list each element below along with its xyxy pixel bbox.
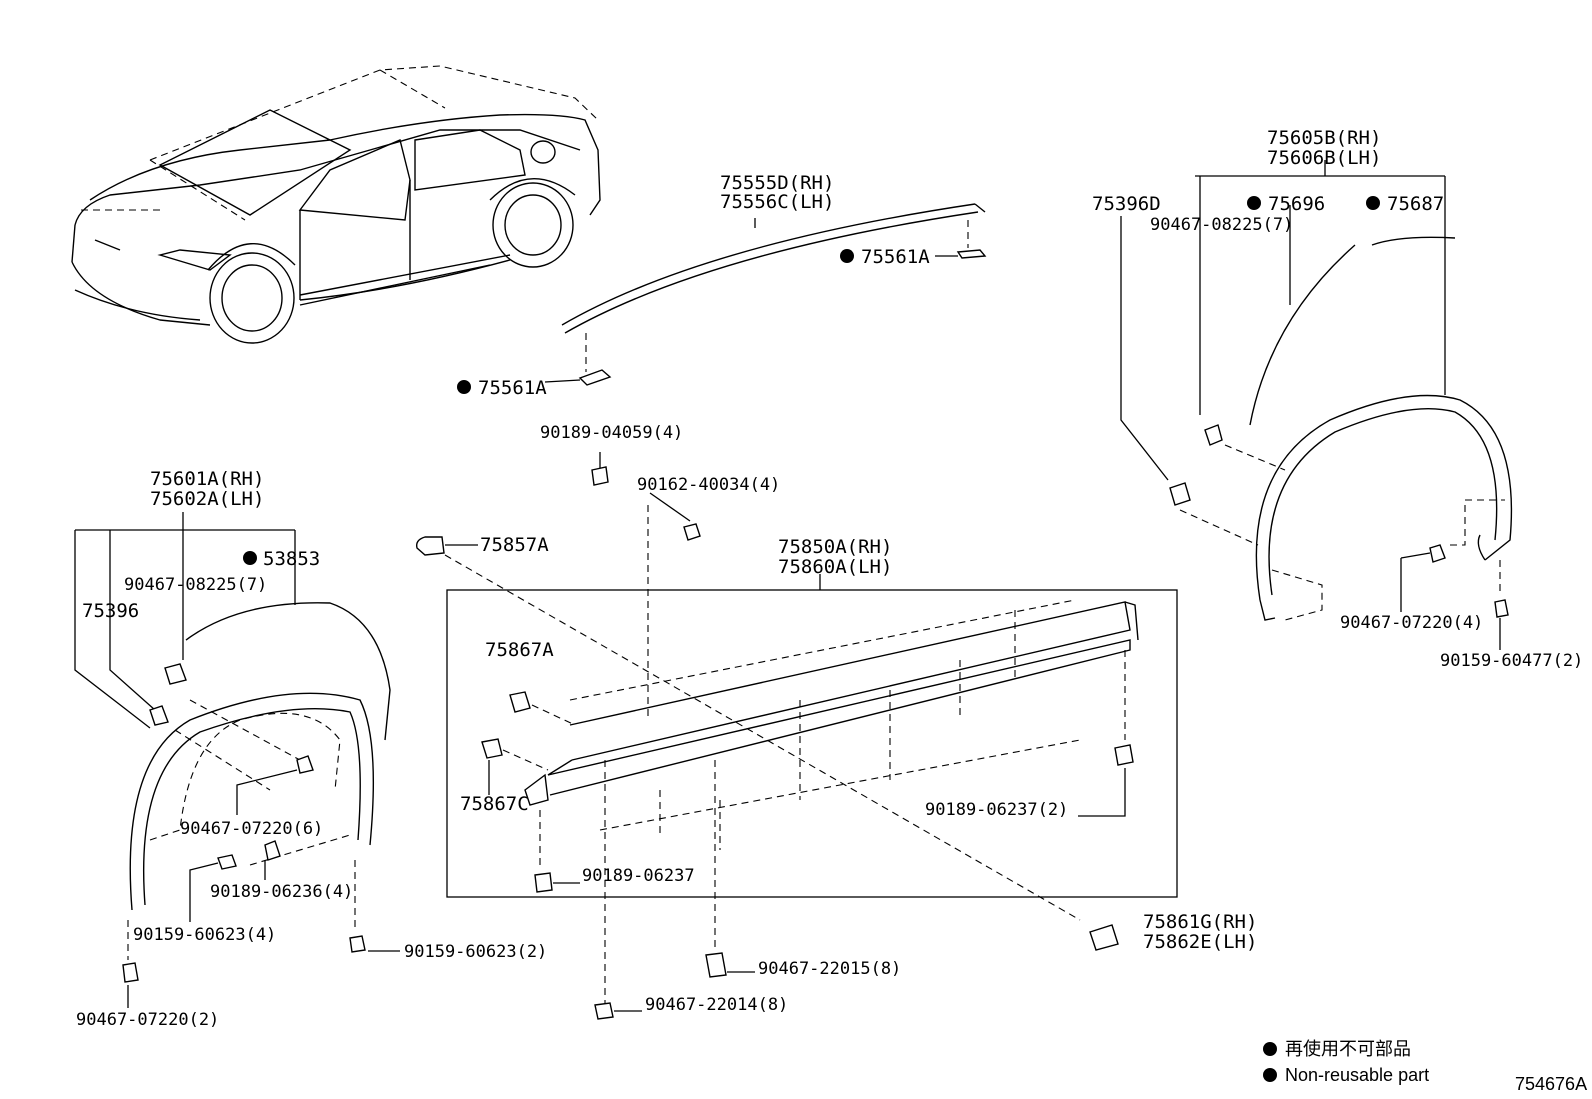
label-tape-rh: 75861G(RH) xyxy=(1143,911,1257,933)
rocker-panel-box xyxy=(446,589,1178,898)
label-top-nut: 90189-04059(4) xyxy=(540,423,683,443)
label-rear-clip-low: 90467-07220(4) xyxy=(1340,613,1483,633)
label-rocker-clip-22015: 90467-22015(8) xyxy=(758,959,901,979)
label-rear-bolt: 90159-60477(2) xyxy=(1440,651,1583,671)
label-rocker-clip-22014: 90467-22014(8) xyxy=(645,995,788,1015)
label-rocker-rh: 75850A(RH) xyxy=(778,536,892,558)
label-front-pad: 75396 xyxy=(82,600,139,622)
label-rear-clip-a: 75696 xyxy=(1268,193,1325,215)
legend-en: Non-reusable part xyxy=(1285,1065,1429,1085)
label-front-screw: 90467-08225(7) xyxy=(124,575,267,595)
label-front-clip: 53853 xyxy=(263,548,320,570)
label-rocker-clip-c: 75867C xyxy=(460,793,529,815)
label-top-screw: 90162-40034(4) xyxy=(637,475,780,495)
label-front-clip-mid: 90467-07220(6) xyxy=(180,819,323,839)
label-roof-clip-right: 75561A xyxy=(861,246,930,268)
rocker-panel-assembly xyxy=(415,452,1178,1020)
label-front-rh: 75601A(RH) xyxy=(150,468,264,490)
label-rear-pad: 75396D xyxy=(1092,193,1161,215)
nonreusable-dot xyxy=(1366,196,1380,210)
figure-id: 754676A xyxy=(1515,1074,1587,1094)
front-wheel-flare xyxy=(74,512,400,1008)
label-rocker-clip-a: 75867A xyxy=(485,639,554,661)
rear-wheel-flare xyxy=(1120,160,1513,650)
label-rocker-nut-bottom: 90189-06237 xyxy=(582,866,695,886)
nonreusable-dot xyxy=(243,551,257,565)
label-tape-lh: 75862E(LH) xyxy=(1143,931,1257,953)
car-illustration xyxy=(71,65,601,344)
label-rear-screw: 90467-08225(7) xyxy=(1150,215,1293,235)
label-roof-lh: 75556C(LH) xyxy=(720,191,834,213)
label-front-bolt-a: 90159-60623(4) xyxy=(133,925,276,945)
label-rear-rh: 75605B(RH) xyxy=(1267,127,1381,149)
nonreusable-dot xyxy=(840,249,854,263)
label-roof-clip-left: 75561A xyxy=(478,377,547,399)
legend-dot-jp xyxy=(1263,1042,1277,1056)
label-front-lh: 75602A(LH) xyxy=(150,488,264,510)
label-rear-lh: 75606B(LH) xyxy=(1267,147,1381,169)
legend-jp: 再使用不可部品 xyxy=(1285,1039,1411,1059)
label-rocker-lh: 75860A(LH) xyxy=(778,556,892,578)
nonreusable-dot xyxy=(1247,196,1261,210)
roof-molding xyxy=(544,203,987,386)
legend: 再使用不可部品 Non-reusable part xyxy=(1263,1039,1429,1085)
label-rocker-nut-right: 90189-06237(2) xyxy=(925,800,1068,820)
nonreusable-dot xyxy=(457,380,471,394)
label-front-bolt-b: 90159-60623(2) xyxy=(404,942,547,962)
legend-dot-en xyxy=(1263,1068,1277,1082)
label-rear-clip-b: 75687 xyxy=(1387,193,1444,215)
label-front-clip-low: 90467-07220(2) xyxy=(76,1010,219,1030)
label-roof-rh: 75555D(RH) xyxy=(720,172,834,194)
label-front-nut: 90189-06236(4) xyxy=(210,882,353,902)
label-side-cap: 75857A xyxy=(480,534,549,556)
